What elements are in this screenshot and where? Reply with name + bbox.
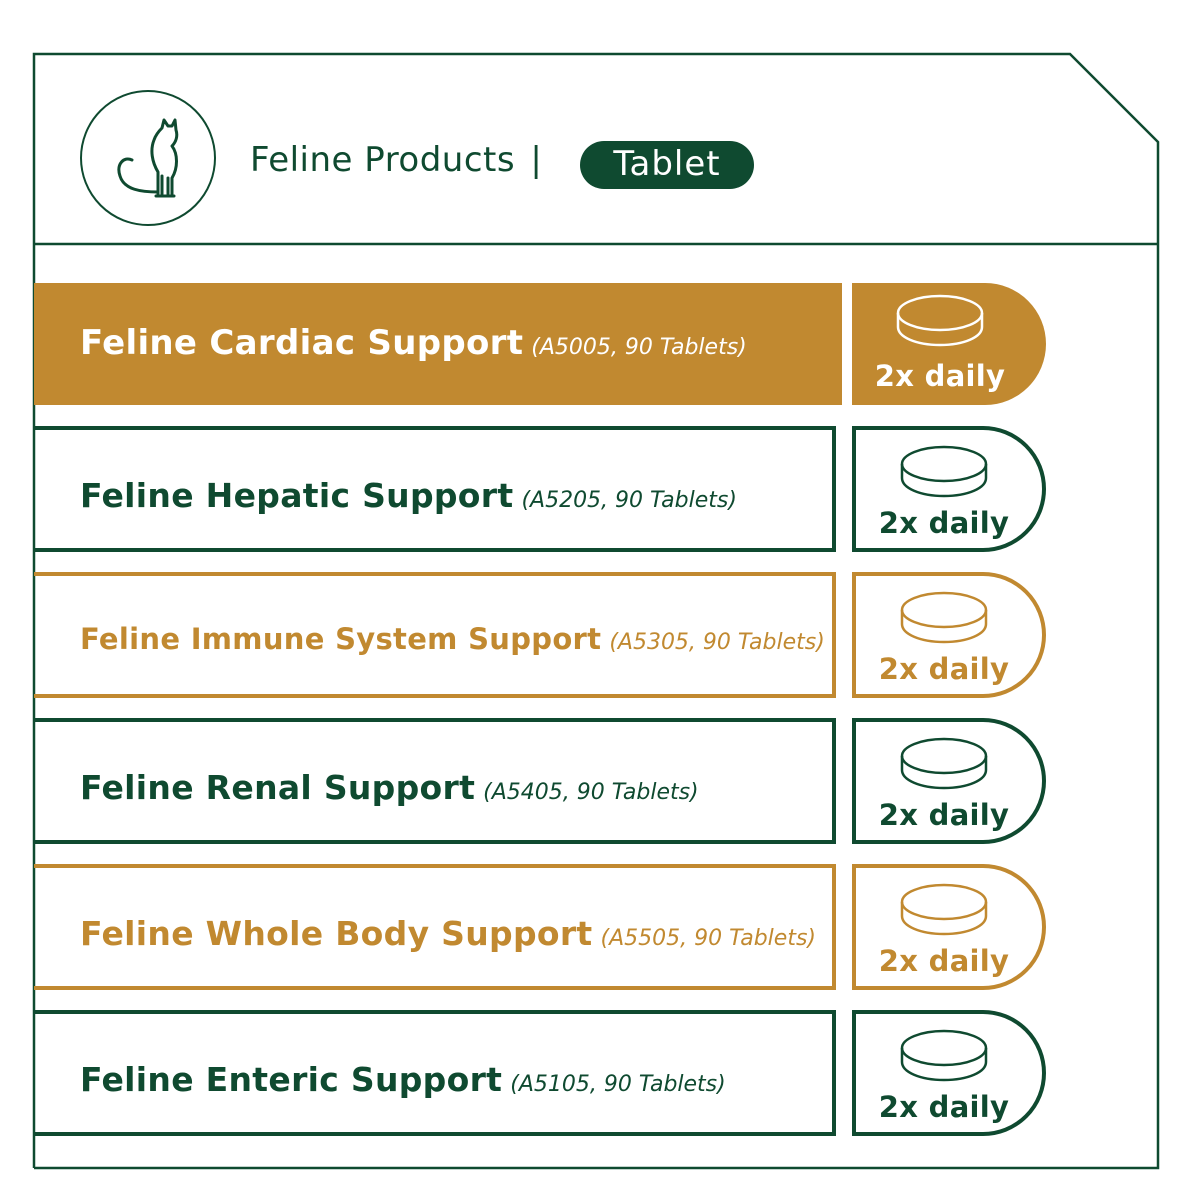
- dose-label: 2x daily: [878, 506, 1010, 540]
- tablet-side: [896, 313, 984, 347]
- dose-label: 2x daily: [878, 652, 1010, 686]
- cat-icon: [80, 90, 216, 226]
- product-title: Feline Whole Body Support: [80, 914, 593, 953]
- tablet-top: [900, 445, 988, 483]
- product-title: Feline Enteric Support: [80, 1060, 503, 1099]
- product-name-box: Feline Immune System Support (A5305, 90 T…: [34, 572, 836, 698]
- product-title: Feline Hepatic Support: [80, 476, 514, 515]
- tablet-icon: [900, 737, 988, 790]
- tablet-top: [896, 294, 984, 332]
- dose-label: 2x daily: [874, 359, 1006, 393]
- product-name-box: Feline Whole Body Support (A5505, 90 Tabl…: [34, 864, 836, 990]
- product-row: Feline Whole Body Support (A5505, 90 Tabl…: [34, 864, 1046, 990]
- tablet-icon: [900, 591, 988, 644]
- product-code: (A5205, 90 Tablets): [521, 488, 737, 513]
- product-code: (A5405, 90 Tablets): [483, 780, 699, 805]
- dose-box: 2x daily: [852, 572, 1046, 698]
- product-name-box: Feline Enteric Support (A5105, 90 Tablets…: [34, 1010, 836, 1136]
- dose-label: 2x daily: [878, 1090, 1010, 1124]
- product-name: Feline Immune System Support (A5305, 90 T…: [80, 622, 825, 656]
- product-code: (A5305, 90 Tablets): [609, 630, 825, 655]
- product-row: Feline Cardiac Support (A5005, 90 Tablets…: [34, 283, 1046, 405]
- product-name: Feline Whole Body Support (A5505, 90 Tabl…: [80, 914, 816, 953]
- tablet-side: [900, 1048, 988, 1082]
- product-row: Feline Immune System Support (A5305, 90 T…: [34, 572, 1046, 698]
- product-name: Feline Hepatic Support (A5205, 90 Tablets…: [80, 476, 737, 515]
- dose-label: 2x daily: [878, 944, 1010, 978]
- tablet-side: [900, 610, 988, 644]
- page-title: Feline Products |: [250, 140, 542, 180]
- product-title: Feline Renal Support: [80, 768, 476, 807]
- product-name-box: Feline Hepatic Support (A5205, 90 Tablets…: [34, 426, 836, 552]
- dose-box: 2x daily: [852, 1010, 1046, 1136]
- dose-label: 2x daily: [878, 798, 1010, 832]
- tablet-top: [900, 883, 988, 921]
- tablet-icon: [900, 883, 988, 936]
- tablet-top: [900, 1029, 988, 1067]
- product-name: Feline Enteric Support (A5105, 90 Tablets…: [80, 1060, 726, 1099]
- dose-box: 2x daily: [852, 718, 1046, 844]
- title-separator: |: [530, 140, 543, 180]
- product-name: Feline Cardiac Support (A5005, 90 Tablets…: [80, 323, 747, 363]
- product-row: Feline Hepatic Support (A5205, 90 Tablets…: [34, 426, 1046, 552]
- tablet-side: [900, 464, 988, 498]
- tablet-top: [900, 737, 988, 775]
- dose-box: 2x daily: [852, 283, 1046, 405]
- product-name-box: Feline Renal Support (A5405, 90 Tablets): [34, 718, 836, 844]
- product-name-box: Feline Cardiac Support (A5005, 90 Tablets…: [34, 283, 842, 405]
- type-badge: Tablet: [580, 141, 754, 189]
- product-title: Feline Immune System Support: [80, 622, 602, 656]
- page-title-text: Feline Products: [250, 140, 516, 180]
- tablet-side: [900, 756, 988, 790]
- tablet-side: [900, 902, 988, 936]
- tablet-icon: [900, 1029, 988, 1082]
- tablet-top: [900, 591, 988, 629]
- product-row: Feline Renal Support(A5405, 90 Tablets) …: [34, 718, 1046, 844]
- tablet-icon: [900, 445, 988, 498]
- product-title: Feline Cardiac Support: [80, 323, 524, 363]
- product-code: (A5505, 90 Tablets): [600, 926, 817, 951]
- product-name: Feline Renal Support (A5405, 90 Tablets): [80, 768, 699, 807]
- dose-box: 2x daily: [852, 864, 1046, 990]
- dose-box: 2x daily: [852, 426, 1046, 552]
- product-code: (A5105, 90 Tablets): [510, 1072, 726, 1097]
- product-row: Feline Enteric Support (A5105, 90 Tablets…: [34, 1010, 1046, 1136]
- product-code: (A5005, 90 Tablets): [531, 335, 747, 360]
- tablet-icon: [896, 294, 984, 347]
